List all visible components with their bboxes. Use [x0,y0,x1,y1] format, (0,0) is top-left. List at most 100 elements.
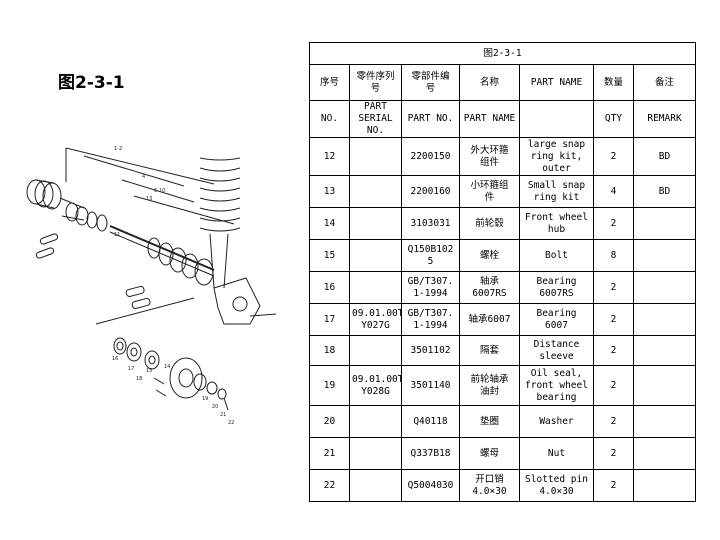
cell-name-cn: 前轮毂 [459,207,520,240]
cell-serial [349,335,402,366]
callout-16: 16 [112,356,118,362]
cell-part-no: GB/T307. 1-1994 [401,271,460,304]
header-cn-qty: 数量 [593,64,634,101]
header-en-remark: REMARK [632,100,697,138]
cell-name-en: Oil seal, front wheel bearing [519,365,594,406]
cell-part-no: 2200150 [401,137,460,176]
table-title: 图2-3-1 [308,42,697,65]
cell-qty: 2 [593,437,634,470]
cell-no: 13 [309,175,350,208]
cell-part-no: Q40118 [401,405,460,438]
header-cn-partno: 零部件编 号 [401,64,460,101]
cell-remark [632,437,697,470]
cell-name-en: Small snap ring kit [519,175,594,208]
cell-remark [632,303,697,336]
cell-qty: 2 [593,365,634,406]
cell-remark [632,207,697,240]
callout-20: 20 [212,404,218,410]
cell-part-no: 3501140 [401,365,460,406]
cell-serial [349,271,402,304]
header-en-partname [519,100,594,138]
cell-no: 18 [309,335,350,366]
cell-serial [349,137,402,176]
cell-name-cn: 螺栓 [459,239,520,272]
cell-name-en: Bearing 6007RS [519,271,594,304]
cell-no: 15 [309,239,350,272]
callout-21: 21 [220,412,226,418]
cell-remark [632,405,697,438]
exploded-parts-diagram: 1-2 4 6-10 13 11 14 16 15 17 18 19 20 21… [26,146,277,426]
cell-no: 14 [309,207,350,240]
cell-part-no: 3501102 [401,335,460,366]
cell-serial [349,437,402,470]
cell-serial [349,405,402,438]
cell-remark [632,335,697,366]
cell-part-no: Q150B102 5 [401,239,460,272]
callout-13: 13 [146,196,152,202]
cell-qty: 2 [593,335,634,366]
callout-14: 14 [164,364,170,370]
header-row-cn: 序号 零件序列 号 零部件编 号 名称 PART NAME 数量 备注 [309,64,697,101]
cell-name-en: Bolt [519,239,594,272]
cell-part-no: 3103031 [401,207,460,240]
header-en-qty: QTY [593,100,634,138]
cell-remark [632,469,697,502]
callout-22: 22 [228,420,234,426]
cell-no: 16 [309,271,350,304]
header-cn-no: 序号 [309,64,350,101]
cell-part-no: Q337B18 [401,437,460,470]
cell-part-no: GB/T307. 1-1994 [401,303,460,336]
cell-remark: BD [632,175,697,208]
cell-name-cn: 前轮轴承 油封 [459,365,520,406]
callout-6-10: 6-10 [154,188,165,194]
cell-no: 17 [309,303,350,336]
cell-serial [349,207,402,240]
cell-name-en: Washer [519,405,594,438]
callout-15: 15 [146,368,152,374]
cell-name-cn: 螺母 [459,437,520,470]
cell-no: 22 [309,469,350,502]
header-cn-partname: PART NAME [519,64,594,101]
figure-label: 图2-3-1 [58,73,125,93]
cell-remark: BD [632,137,697,176]
cell-qty: 4 [593,175,634,208]
cell-qty: 2 [593,303,634,336]
cell-name-en: Nut [519,437,594,470]
cell-qty: 2 [593,271,634,304]
cell-no: 19 [309,365,350,406]
callout-17: 17 [128,366,134,372]
cell-remark [632,271,697,304]
cell-serial [349,469,402,502]
cell-name-cn: 外大环箍 组件 [459,137,520,176]
cell-qty: 2 [593,469,634,502]
cell-qty: 2 [593,137,634,176]
header-cn-remark: 备注 [632,64,697,101]
cell-name-cn: 开口销 4.0×30 [459,469,520,502]
cell-serial [349,175,402,208]
cell-name-en: Front wheel hub [519,207,594,240]
header-en-partno: PART NO. [401,100,460,138]
callout-1-2: 1-2 [114,146,122,152]
cell-qty: 2 [593,405,634,438]
cell-serial: 09.01.00T Y028G [349,365,402,406]
header-en-serial: PART SERIAL NO. [349,100,402,138]
cell-name-en: Distance sleeve [519,335,594,366]
cell-qty: 8 [593,239,634,272]
cell-part-no: Q5004030 [401,469,460,502]
cell-name-en: Slotted pin 4.0×30 [519,469,594,502]
cell-no: 21 [309,437,350,470]
table-title-row: 图2-3-1 [308,42,697,65]
cell-name-cn: 垫圈 [459,405,520,438]
header-en-name: PART NAME [459,100,520,138]
cell-no: 20 [309,405,350,438]
cell-no: 12 [309,137,350,176]
cell-name-cn: 隔套 [459,335,520,366]
